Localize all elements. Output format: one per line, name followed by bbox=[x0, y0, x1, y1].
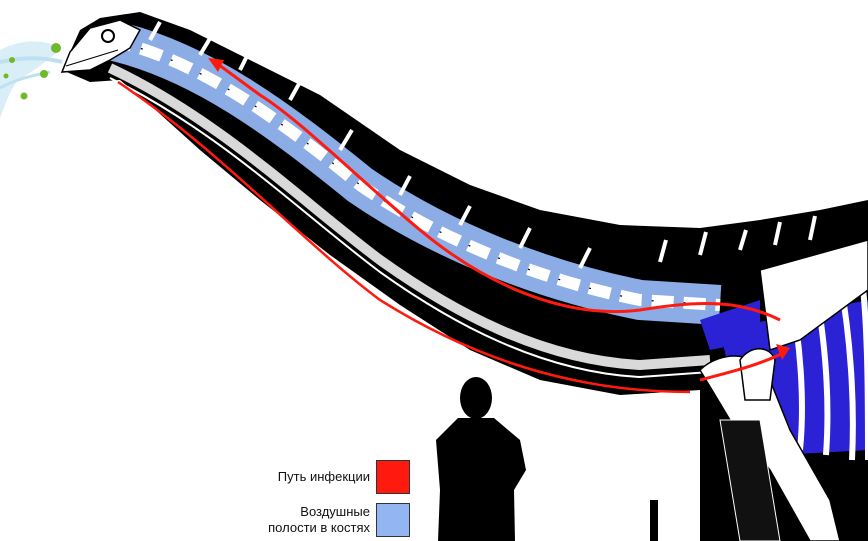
skull bbox=[60, 19, 142, 73]
legend-swatch-red bbox=[376, 460, 410, 494]
human-silhouette-icon bbox=[436, 377, 526, 541]
spore-particles bbox=[3, 43, 61, 100]
ribcage bbox=[699, 239, 868, 541]
legend-swatch-blue bbox=[376, 503, 410, 537]
cervical-vertebrae bbox=[105, 20, 817, 325]
trachea-band bbox=[107, 63, 711, 371]
legend-item-air-sacs: Воздушные полости в костях bbox=[240, 502, 410, 538]
spore-icon bbox=[51, 43, 61, 53]
scale-marker bbox=[650, 500, 658, 541]
spore-icon bbox=[3, 73, 9, 79]
legend-label: Путь инфекции bbox=[277, 469, 370, 484]
spore-icon bbox=[9, 57, 15, 63]
legend-item-infection-path: Путь инфекции bbox=[240, 459, 410, 495]
spore-icon bbox=[40, 70, 48, 78]
inhaled-air-stream bbox=[0, 41, 63, 118]
legend-label-line1: Воздушные bbox=[300, 504, 370, 519]
eye-socket bbox=[101, 29, 115, 43]
legend-label-line2: полости в костях bbox=[268, 520, 370, 535]
arrowheads bbox=[208, 58, 790, 360]
infection-outline bbox=[117, 80, 691, 394]
spore-icon bbox=[20, 92, 28, 100]
legend-label: Воздушные полости в костях bbox=[268, 504, 370, 536]
infection-path-arrows bbox=[214, 60, 786, 382]
neck-silhouette bbox=[62, 12, 868, 541]
